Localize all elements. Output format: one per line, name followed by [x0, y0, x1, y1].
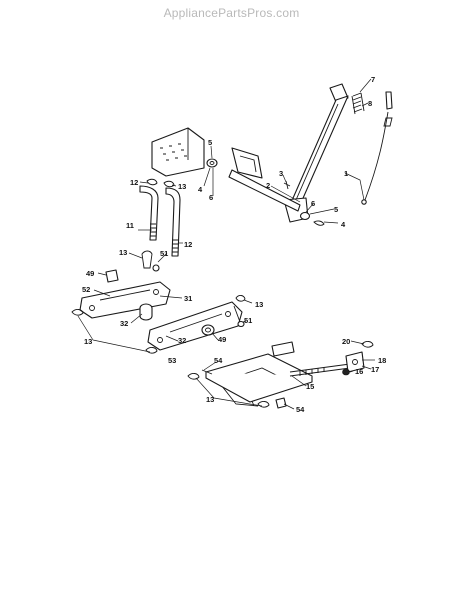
clip-lower-right[interactable] — [257, 401, 270, 408]
clip-hanger-left[interactable] — [71, 309, 84, 316]
callout-5a: 5 — [208, 138, 212, 147]
trunnion[interactable] — [345, 351, 365, 373]
clip-upper-left[interactable] — [146, 178, 175, 188]
clevis-pin-right[interactable] — [233, 305, 245, 328]
side-plate[interactable] — [151, 127, 205, 177]
clevis-pin[interactable] — [141, 250, 160, 272]
callout-4b: 4 — [341, 220, 346, 229]
callout-18: 18 — [378, 356, 386, 365]
adjust-rod[interactable] — [289, 363, 351, 377]
callout-51b: 51 — [244, 316, 252, 325]
callout-8: 8 — [368, 99, 372, 108]
pin-20[interactable] — [361, 341, 374, 348]
clip-hanger-right[interactable] — [235, 295, 246, 302]
lift-shaft[interactable] — [228, 147, 301, 212]
callout-2: 2 — [266, 181, 270, 190]
callout-15: 15 — [306, 382, 314, 391]
nut-left[interactable] — [105, 269, 119, 283]
nut-right[interactable] — [201, 324, 215, 336]
grip[interactable] — [385, 91, 393, 110]
callout-7: 7 — [371, 75, 375, 84]
callout-13a: 12 — [130, 178, 138, 187]
front-hanger-left[interactable] — [79, 281, 171, 319]
lift-link-left[interactable] — [139, 185, 159, 241]
nut-16[interactable] — [342, 368, 350, 376]
callout-11: 11 — [126, 221, 134, 230]
mounting-plate[interactable] — [205, 353, 313, 407]
callout-31: 31 — [184, 294, 192, 303]
callout-54a: 54 — [214, 356, 223, 365]
callout-6b: 6 — [311, 199, 315, 208]
callout-5b: 5 — [334, 205, 338, 214]
callout-12: 12 — [184, 240, 192, 249]
callout-52: 52 — [82, 285, 90, 294]
bolt-54-lower[interactable] — [275, 397, 287, 409]
clip-lower-left[interactable] — [187, 369, 213, 380]
callout-13d: 13 — [255, 300, 263, 309]
callout-20: 20 — [342, 337, 350, 346]
callout-13b: 13 — [178, 182, 186, 191]
washer-upper[interactable] — [206, 158, 218, 168]
callout-32a: 32 — [120, 319, 128, 328]
cable[interactable] — [361, 111, 393, 205]
callout-13e: 13 — [84, 337, 92, 346]
callout-49b: 49 — [218, 335, 226, 344]
callout-32b: 32 — [178, 336, 186, 345]
callout-51a: 51 — [160, 249, 168, 258]
washer-right[interactable] — [299, 211, 311, 221]
rear-hanger[interactable] — [147, 301, 243, 351]
spring[interactable] — [351, 92, 365, 115]
watermark: AppliancePartsPros.com — [163, 6, 300, 20]
clip-hanger-bottom[interactable] — [145, 347, 158, 354]
leader-lines — [77, 78, 375, 410]
lift-link-right[interactable] — [165, 187, 181, 257]
front-bolt[interactable] — [271, 341, 295, 357]
callout-6a: 6 — [209, 193, 213, 202]
callout-3: 3 — [279, 169, 283, 178]
bolt-3[interactable] — [283, 180, 291, 190]
callout-13f: 13 — [206, 395, 214, 404]
callout-17: 17 — [371, 365, 379, 374]
callouts: 7 8 1 2 3 5 4 6 5 6 4 12 13 11 12 13 51 … — [82, 75, 386, 414]
callout-4a: 4 — [198, 185, 203, 194]
pin-right[interactable] — [313, 220, 325, 226]
callout-13c: 13 — [119, 248, 127, 257]
callout-16: 16 — [355, 367, 363, 376]
callout-54b: 54 — [296, 405, 305, 414]
callout-53: 53 — [168, 356, 176, 365]
callout-1: 1 — [344, 169, 348, 178]
bushing-left[interactable] — [139, 303, 153, 321]
callout-49a: 49 — [86, 269, 94, 278]
